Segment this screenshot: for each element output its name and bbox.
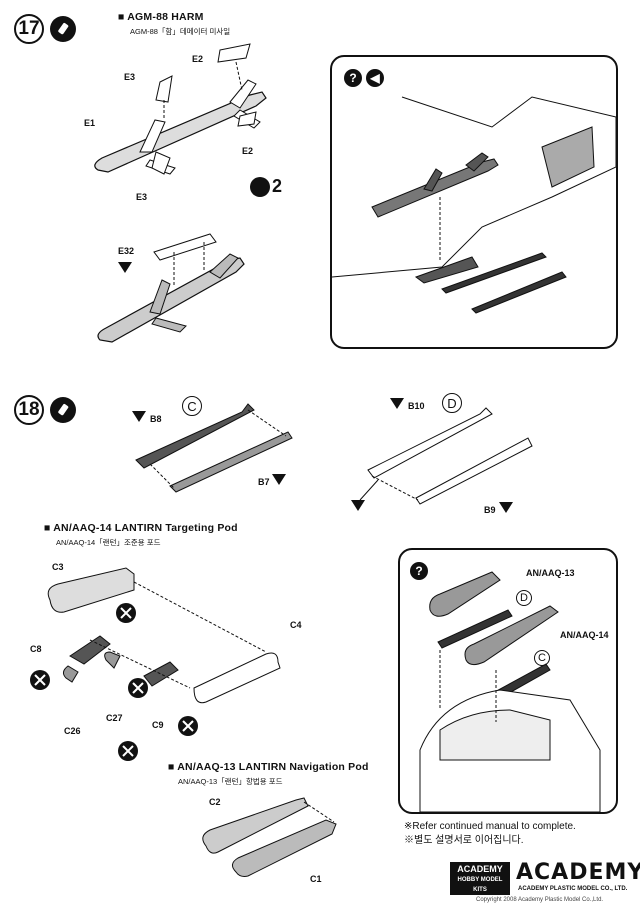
- glue-icon: [50, 16, 76, 42]
- wing-pylon-drawing: [332, 96, 616, 314]
- cement-triangle-icon-b8: [132, 411, 146, 422]
- detail-box-pod-mount: ? AN/AAQ-13 AN/AAQ-14 D C: [398, 548, 618, 814]
- quantity-label: 2: [272, 176, 283, 196]
- cement-triangle-icon: [118, 262, 132, 273]
- question-icon-18: ?: [410, 562, 428, 580]
- part-label-c27: C27: [106, 713, 123, 723]
- targeting-pod-title: ■ AN/AAQ-14 LANTIRN Targeting Pod: [44, 522, 238, 534]
- detail-box-harm-mount: ? ◀: [330, 55, 618, 349]
- variant-d-badge: D: [442, 393, 462, 413]
- cement-triangle-icon-b7: [272, 474, 286, 485]
- part-label-c26: C26: [64, 726, 81, 736]
- academy-brand-logo: ACADEMY: [516, 860, 640, 885]
- harm-title: ■ AGM-88 HARM: [118, 11, 204, 23]
- copyright-text: Copyright 2008 Academy Plastic Model Co.…: [476, 897, 604, 903]
- no-cement-icon: [178, 716, 198, 736]
- make-two-icon: [250, 177, 270, 197]
- part-label-b10: B10: [408, 401, 425, 411]
- cement-triangle-icon-b10: [390, 398, 404, 409]
- direction-icon: ◀: [366, 69, 384, 87]
- navigation-pod-title: ■ AN/AAQ-13 LANTIRN Navigation Pod: [168, 761, 369, 773]
- part-label-b9: B9: [484, 505, 496, 515]
- step-number-18: 18: [14, 395, 44, 425]
- variant-c-marker: C: [534, 650, 550, 666]
- question-icon: ?: [344, 69, 362, 87]
- targeting-pod-subtitle: AN/AAQ-14「랜턴」조준용 포드: [56, 538, 161, 547]
- pod14-label: AN/AAQ-14: [560, 630, 609, 640]
- company-name: ACADEMY PLASTIC MODEL CO., LTD.: [518, 886, 628, 892]
- pod13-label: AN/AAQ-13: [526, 568, 575, 578]
- part-label-c3: C3: [52, 562, 64, 572]
- cement-triangle-icon-d: [351, 500, 365, 511]
- variant-d-marker: D: [516, 590, 532, 606]
- part-label-c1: C1: [310, 874, 322, 884]
- part-label-e3-top: E3: [124, 72, 136, 82]
- part-label-c4: C4: [290, 620, 302, 630]
- note-continue-ko: ※별도 설명서로 이어집니다.: [404, 835, 524, 846]
- no-cement-icon: [116, 603, 136, 623]
- variant-c-badge: C: [182, 396, 202, 416]
- rails-d-drawing: [359, 407, 533, 505]
- part-label-b7: B7: [258, 477, 270, 487]
- navigation-pod-subtitle: AN/AAQ-13「랜턴」항법용 포드: [178, 777, 283, 786]
- step-number-17: 17: [14, 14, 44, 44]
- rails-c-drawing: [135, 403, 293, 493]
- no-cement-icon: [30, 670, 50, 690]
- part-label-b8: B8: [150, 414, 162, 424]
- cement-triangle-icon-b9: [499, 502, 513, 513]
- harm-exploded-drawing: [94, 43, 267, 175]
- academy-small-logo-sub: HOBBY MODEL KITS: [450, 875, 510, 895]
- part-label-c2: C2: [209, 797, 221, 807]
- navigation-pod-drawing: [202, 797, 337, 877]
- part-label-e3-bottom: E3: [136, 192, 148, 202]
- harm-assembled-drawing: [97, 233, 245, 343]
- part-label-c8: C8: [30, 644, 42, 654]
- part-label-e2-bottom: E2: [242, 146, 254, 156]
- pod-mount-drawing: [419, 571, 601, 812]
- glue-icon-18: [50, 397, 76, 423]
- targeting-pod-drawing: [47, 567, 281, 704]
- academy-small-logo-text: ACADEMY: [450, 862, 510, 875]
- note-continue-en: ※Refer continued manual to complete.: [404, 821, 576, 832]
- harm-subtitle: AGM-88「함」데메이터 미사일: [130, 27, 231, 36]
- no-cement-icon: [128, 678, 148, 698]
- part-label-e1: E1: [84, 118, 96, 128]
- part-label-e2-top: E2: [192, 54, 204, 64]
- part-label-e32: E32: [118, 246, 135, 256]
- part-label-c9: C9: [152, 720, 164, 730]
- academy-small-logo: ACADEMY HOBBY MODEL KITS: [450, 862, 510, 895]
- no-cement-icon: [118, 741, 138, 761]
